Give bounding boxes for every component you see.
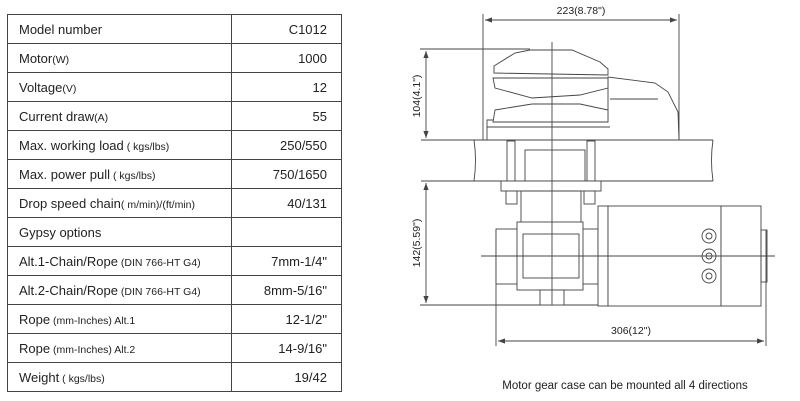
spec-unit: ( kgs/lbs) <box>110 169 156 182</box>
spec-row: Weight ( kgs/lbs)19/42 <box>7 362 342 392</box>
spec-value: 7mm-1/4" <box>231 246 342 276</box>
dim-width-bottom: 306(12") <box>611 325 651 337</box>
dim-height-bottom: 142(5.59") <box>411 219 423 268</box>
spec-row: Motor(W) 1000 <box>7 43 342 73</box>
spec-unit: (DIN 766-HT G4) <box>118 256 201 269</box>
spec-row: Alt.1-Chain/Rope (DIN 766-HT G4)7mm-1/4" <box>7 246 342 276</box>
spec-label-text: Current draw <box>19 108 95 124</box>
gypsy-head <box>486 49 680 141</box>
spec-label-text: Rope <box>19 340 51 356</box>
spec-label: Max. power pull ( kgs/lbs) <box>7 159 232 189</box>
spec-unit: ( kgs/lbs) <box>123 140 170 153</box>
spec-label: Current draw(A) <box>7 101 232 131</box>
spec-row: Current draw(A)55 <box>7 101 342 131</box>
spec-unit: (DIN 766-HT G4) <box>118 285 201 298</box>
spec-row: Voltage(V) 12 <box>7 72 342 102</box>
spec-value: 1000 <box>231 43 342 73</box>
spec-row: Alt.2-Chain/Rope (DIN 766-HT G4)8mm-5/16… <box>7 275 342 305</box>
spec-row: Drop speed chain( m/min)/(ft/min)40/131 <box>7 188 342 218</box>
spec-label-text: Voltage <box>19 79 63 95</box>
spec-unit: (W) <box>52 53 70 66</box>
dim-width-top: 223(8.78") <box>557 5 606 17</box>
spec-value: 12-1/2" <box>231 304 342 334</box>
spec-label: Max. working load ( kgs/lbs) <box>7 130 232 160</box>
spec-value: 250/550 <box>231 130 342 160</box>
spec-row: Max. working load ( kgs/lbs)250/550 <box>7 130 342 160</box>
spec-label: Alt.2-Chain/Rope (DIN 766-HT G4) <box>7 275 232 305</box>
spec-label-text: Drop speed chain <box>19 195 121 211</box>
spec-label-text: Alt.2-Chain/Rope <box>19 282 118 298</box>
spec-value: 12 <box>231 72 342 102</box>
spec-label-text: Gypsy options <box>19 224 102 240</box>
spec-row: Model number C1012 <box>7 14 342 44</box>
spec-unit: ( kgs/lbs) <box>59 372 105 385</box>
spec-unit: (V) <box>62 82 77 95</box>
spec-value <box>231 217 342 247</box>
spec-label-text: Model number <box>19 21 103 37</box>
spec-label-text: Max. working load <box>19 137 124 153</box>
spec-label-text: Weight <box>19 369 60 385</box>
gearbox <box>495 221 599 306</box>
spec-label: Alt.1-Chain/Rope (DIN 766-HT G4) <box>7 246 232 276</box>
spec-label-text: Rope <box>19 311 51 327</box>
spec-unit: (A) <box>94 111 109 124</box>
spec-label-text: Alt.1-Chain/Rope <box>19 253 118 269</box>
spec-label-text: Max. power pull <box>19 166 111 182</box>
spec-value: 750/1650 <box>231 159 342 189</box>
spec-label: Weight ( kgs/lbs) <box>7 362 232 392</box>
spec-row: Max. power pull ( kgs/lbs)750/1650 <box>7 159 342 189</box>
mounting-caption: Motor gear case can be mounted all 4 dir… <box>502 380 748 392</box>
spec-value: 19/42 <box>231 362 342 392</box>
spec-unit: (mm-Inches) Alt.1 <box>50 314 136 327</box>
spec-label: Model number <box>7 14 232 44</box>
spec-value: C1012 <box>231 14 342 44</box>
deck <box>421 139 714 229</box>
dimension-lines <box>420 14 767 346</box>
spec-unit: ( m/min)/(ft/min) <box>120 198 195 211</box>
spec-unit: (mm-Inches) Alt.2 <box>50 343 136 356</box>
spec-label-text: Motor <box>19 50 53 66</box>
dim-height-top: 104(4.1") <box>411 75 423 118</box>
spec-label: Drop speed chain( m/min)/(ft/min) <box>7 188 232 218</box>
